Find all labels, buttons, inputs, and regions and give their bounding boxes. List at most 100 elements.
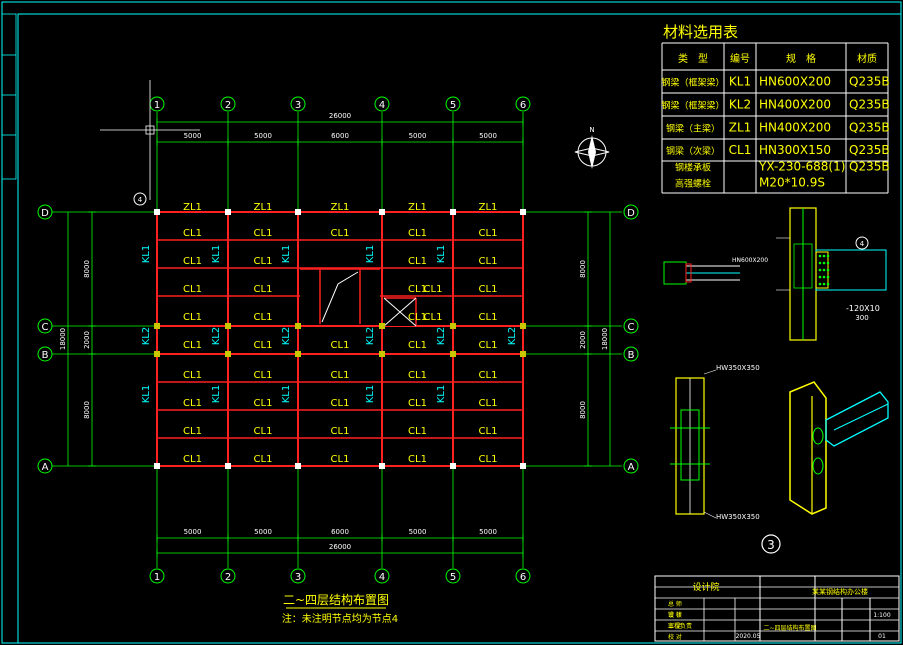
detail3-label-bottom: HW350X350 [716, 513, 760, 521]
cl1-label-b1-0: CL1 [183, 370, 202, 381]
detail1-endplate [685, 263, 692, 283]
top-span-2: 6000 [331, 132, 349, 140]
kl1-label-top-1: KL1 [211, 245, 222, 264]
detail3-label-top: HW350X350 [716, 364, 760, 372]
detail2-bolt [818, 282, 822, 286]
kl2-label-1: KL2 [211, 327, 222, 346]
cl1-label-b0-4: CL1 [479, 340, 498, 351]
column-node-0-2 [154, 351, 160, 357]
cl1-label-b1-4: CL1 [479, 370, 498, 381]
column-node-2-3 [295, 463, 301, 469]
column-node-3-1 [379, 323, 385, 329]
cl1-label-1-4: CL1 [479, 256, 498, 267]
axis-left-B-bubble [37, 346, 53, 362]
axis-bottom-4-bubble [374, 568, 390, 584]
detail2-bolt [818, 261, 822, 265]
cl1-label-b3-0: CL1 [183, 426, 202, 437]
stair-break-line [321, 271, 359, 323]
table-header-0: 类 型 [678, 52, 708, 65]
detail2-dim: 300 [855, 314, 868, 322]
cl1-label-b2-2: CL1 [331, 398, 350, 409]
kl1-label-top-2: KL1 [281, 245, 292, 264]
detail2-bolt [826, 268, 830, 272]
kl1-label-bot-2: KL1 [281, 385, 292, 404]
cl1-label-0-3: CL1 [408, 228, 427, 239]
cl1-label-0-2: CL1 [331, 228, 350, 239]
tb-label-2: 审 定 [668, 622, 682, 630]
table-cell-4-3: Q235B [849, 160, 890, 174]
axis-bottom-2-bubble [220, 568, 236, 584]
axis-right-C-label: C [628, 322, 635, 333]
table-header-3: 材质 [857, 52, 877, 65]
cl1-label-b4-0: CL1 [183, 454, 202, 465]
detail2-node-circle [855, 236, 869, 250]
table-cell-1-0: 钢梁（框架梁） [661, 100, 724, 112]
detail3-splice-plate [680, 409, 700, 481]
table-cell-2-1: ZL1 [729, 121, 752, 135]
axis-bottom-1-label: 1 [154, 572, 160, 583]
table-cell-1-2: HN400X200 [759, 98, 831, 112]
tb-project: 某某钢结构办公楼 [812, 587, 868, 596]
kl2-label-0: KL2 [141, 327, 152, 346]
axis-bottom-6-label: 6 [520, 572, 526, 583]
left-binding-strip [1, 13, 17, 180]
column-node-5-1 [520, 323, 526, 329]
detail2-bolt [818, 268, 822, 272]
axis-right-A-bubble [623, 458, 639, 474]
cl1-label-3-0: CL1 [183, 312, 202, 323]
table-cell-2-0: 钢梁（主梁） [666, 123, 720, 135]
tb-label-1: 审 核 [668, 611, 682, 619]
right-span-0: 8000 [579, 260, 587, 278]
cl1-label-b1-1: CL1 [254, 370, 273, 381]
axis-right-D-bubble [623, 204, 639, 220]
kl2-label-5: KL2 [507, 327, 518, 346]
cl1-label-3-1: CL1 [254, 312, 273, 323]
detail2-bolt [822, 275, 826, 279]
detail2-endplate [815, 251, 829, 289]
cl1-label-b3-4: CL1 [479, 426, 498, 437]
cl1-label-b0-3: CL1 [408, 340, 427, 351]
cl1-label-b4-3: CL1 [408, 454, 427, 465]
axis-left-A-label: A [42, 462, 49, 473]
left-total: 18000 [59, 328, 67, 350]
axis-top-2-label: 2 [225, 100, 231, 111]
detail4-plate-a [812, 427, 824, 445]
cl1-label-b0-0: CL1 [183, 340, 202, 351]
left-span-0: 8000 [83, 260, 91, 278]
stair-opening [300, 269, 380, 324]
right-span-2: 8000 [579, 401, 587, 419]
column-node-2-2 [295, 351, 301, 357]
table-cell-3-2: HN300X150 [759, 143, 831, 157]
table-cell-4-2: YX-230-688(1) [758, 160, 845, 174]
column-node-0-0 [154, 209, 160, 215]
detail2-bolt [822, 261, 826, 265]
axis-bottom-1-bubble [149, 568, 165, 584]
column-node-2-0 [295, 209, 301, 215]
detail2-stiffener [793, 243, 813, 289]
axis-left-B-label: B [42, 350, 49, 361]
tb-drawing-name: 二~四层结构布置图 [763, 624, 816, 632]
title-block-frame [654, 575, 900, 642]
detail4-beam-web [833, 403, 889, 431]
column-node-2-1 [295, 323, 301, 329]
axis-top-3-label: 3 [295, 100, 301, 111]
axis-top-1-label: 1 [154, 100, 160, 111]
detail4-node-label: 3 [767, 538, 775, 552]
top-span-1: 5000 [254, 132, 272, 140]
axis-top-5-label: 5 [450, 100, 456, 111]
kl1-label-top-0: KL1 [141, 245, 152, 264]
table-cell-3-0: 钢梁（次梁） [666, 145, 720, 157]
table-cell-1-1: KL2 [729, 98, 751, 112]
axis-bottom-5-label: 5 [450, 572, 456, 583]
zl1-label-4: ZL1 [479, 202, 498, 213]
cl1-label-b1-2: CL1 [331, 370, 350, 381]
kl1-label-top-4: KL1 [436, 245, 447, 264]
elev-cross-2 [383, 297, 417, 327]
tb-scale: 1:100 [873, 612, 890, 619]
cl1-label-b2-1: CL1 [254, 398, 273, 409]
cl1-label-0-4: CL1 [479, 228, 498, 239]
detail4-node-circle [761, 534, 781, 554]
table-cell-1-3: Q235B [849, 98, 890, 112]
cl1-label-elev-b: CL1 [424, 312, 443, 323]
